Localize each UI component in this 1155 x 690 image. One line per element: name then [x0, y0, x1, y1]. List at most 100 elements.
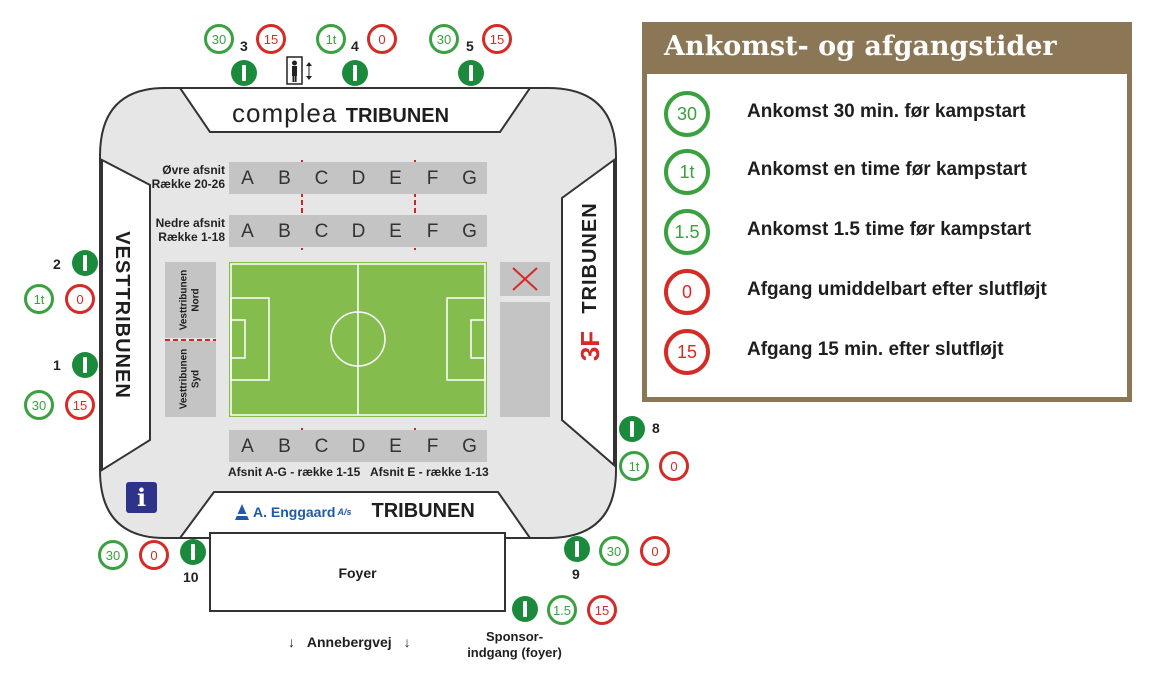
sponsor-label-line2: indgang (foyer) — [467, 645, 562, 660]
section-A: A — [241, 436, 254, 457]
legend-body: 30 Ankomst 30 min. før kampstart 1t Anko… — [647, 74, 1127, 397]
lower-label-line1: Nedre afsnit — [155, 216, 225, 230]
arrow-down-icon: ↓ — [403, 634, 411, 650]
gate-4-arrival-badge: 1t — [316, 24, 346, 54]
gate-8-marker[interactable] — [619, 416, 645, 442]
gate-5-number: 5 — [466, 38, 474, 54]
gate-8-departure-badge: 0 — [659, 451, 689, 481]
south-section-label-left: Afsnit A-G - række 1-15 — [228, 465, 361, 479]
upper-label-line2: Række 20-26 — [151, 177, 225, 191]
gate-2-departure-badge: 0 — [65, 284, 95, 314]
section-G: G — [462, 168, 477, 189]
south-stand-label: TRIBUNEN — [371, 500, 475, 522]
gate-9-departure-badge: 0 — [640, 536, 670, 566]
legend-title: Ankomst- og afgangstider — [664, 31, 1057, 62]
gate-4-departure-badge: 0 — [367, 24, 397, 54]
info-icon-glyph: i — [136, 483, 147, 512]
complea-logo: complea — [232, 98, 338, 128]
west-nord-label: Vesttribunen Nord — [165, 262, 216, 338]
section-C: C — [314, 168, 329, 189]
gate-3-departure-badge: 15 — [256, 24, 286, 54]
section-G: G — [462, 221, 477, 242]
section-G: G — [462, 436, 477, 457]
south-stand: A. Enggaard A/s TRIBUNEN — [234, 500, 475, 523]
legend-item: 1t Ankomst en time før kampstart — [647, 149, 1137, 199]
east-stand-label: TRIBUNEN — [578, 202, 601, 314]
section-row-south: A B C D E F G — [229, 430, 487, 462]
west-nord-line1: Vesttribunen — [178, 269, 190, 331]
west-syd-label: Vesttribunen Syd — [165, 341, 216, 417]
sponsor-gate-arrival-badge: 1.5 — [547, 595, 577, 625]
legend-text: Ankomst 1.5 time før kampstart — [747, 219, 1032, 240]
elevator-icon — [286, 56, 316, 86]
section-E: E — [389, 168, 402, 189]
east-stand-label-wrap: TRIBUNEN — [575, 198, 605, 318]
enggaard-logo: A. Enggaard — [253, 503, 336, 520]
legend-text: Afgang umiddelbart efter slutfløjt — [747, 279, 1047, 300]
info-icon[interactable]: i — [126, 482, 157, 513]
gate-9-marker[interactable] — [564, 536, 590, 562]
gate-1-departure-badge: 15 — [65, 390, 95, 420]
sponsor-label-line1: Sponsor- — [485, 629, 544, 644]
section-E: E — [389, 436, 402, 457]
sponsor-gate-departure-badge: 15 — [587, 595, 617, 625]
section-B: B — [278, 436, 291, 457]
gate-1-marker[interactable] — [72, 352, 98, 378]
legend-badge: 1.5 — [664, 209, 710, 255]
gate-5-arrival-badge: 30 — [429, 24, 459, 54]
legend-item: 30 Ankomst 30 min. før kampstart — [647, 91, 1137, 141]
3f-logo-text: 3F — [574, 330, 605, 362]
legend-text: Ankomst en time før kampstart — [747, 159, 1027, 180]
sponsor-label: Sponsor- indgang (foyer) — [452, 629, 577, 661]
gate-8-arrival-badge: 1t — [619, 451, 649, 481]
legend-badge: 15 — [664, 329, 710, 375]
gate-9-arrival-badge: 30 — [599, 536, 629, 566]
legend-item: 15 Afgang 15 min. efter slutfløjt — [647, 329, 1137, 379]
gate-5-marker[interactable] — [458, 60, 484, 86]
west-syd-line1: Vesttribunen — [178, 348, 190, 410]
upper-section-label: Øvre afsnit Række 20-26 — [130, 163, 225, 191]
gate-3-arrival-badge: 30 — [204, 24, 234, 54]
section-D: D — [351, 221, 366, 242]
legend-item: 1.5 Ankomst 1.5 time før kampstart — [647, 209, 1137, 259]
lower-label-line2: Række 1-18 — [158, 230, 225, 244]
gate-10-arrival-badge: 30 — [98, 540, 128, 570]
north-stand: complea TRIBUNEN — [232, 98, 449, 129]
foyer-label: Foyer — [338, 565, 377, 581]
gate-5-departure-badge: 15 — [482, 24, 512, 54]
gate-1-arrival-badge: 30 — [24, 390, 54, 420]
gate-2-marker[interactable] — [72, 250, 98, 276]
enggaard-logo-icon — [235, 503, 249, 520]
3f-logo: 3F — [574, 330, 606, 362]
south-section-label-right: Afsnit E - række 1-13 — [370, 465, 489, 479]
gate-2-number: 2 — [53, 256, 61, 272]
section-E: E — [389, 221, 402, 242]
section-C: C — [314, 221, 329, 242]
legend-text: Ankomst 30 min. før kampstart — [747, 101, 1026, 122]
west-stand-label: VESTTRIBUNEN — [111, 231, 134, 399]
street-name: Annebergvej — [306, 634, 392, 650]
section-D: D — [351, 168, 366, 189]
gate-9-number: 9 — [572, 566, 580, 582]
sponsor-gate-marker[interactable] — [512, 596, 538, 622]
section-row-upper: A B C D E F G — [229, 162, 487, 194]
west-syd-line2: Syd — [190, 369, 202, 389]
legend-badge: 1t — [664, 149, 710, 195]
gate-3-marker[interactable] — [231, 60, 257, 86]
lower-section-label: Nedre afsnit Række 1-18 — [130, 216, 225, 244]
section-F: F — [426, 168, 439, 189]
section-C: C — [314, 436, 329, 457]
gate-3-number: 3 — [240, 38, 248, 54]
legend-badge: 0 — [664, 269, 710, 315]
gate-4-number: 4 — [351, 38, 359, 54]
gate-2-arrival-badge: 1t — [24, 284, 54, 314]
section-row-lower: A B C D E F G — [229, 215, 487, 247]
section-F: F — [426, 221, 439, 242]
west-nord-line2: Nord — [190, 288, 202, 312]
north-stand-label: TRIBUNEN — [345, 105, 450, 127]
gate-4-marker[interactable] — [342, 60, 368, 86]
gate-8-number: 8 — [652, 420, 660, 436]
gate-10-marker[interactable] — [180, 539, 206, 565]
legend-text: Afgang 15 min. efter slutfløjt — [747, 339, 1004, 360]
